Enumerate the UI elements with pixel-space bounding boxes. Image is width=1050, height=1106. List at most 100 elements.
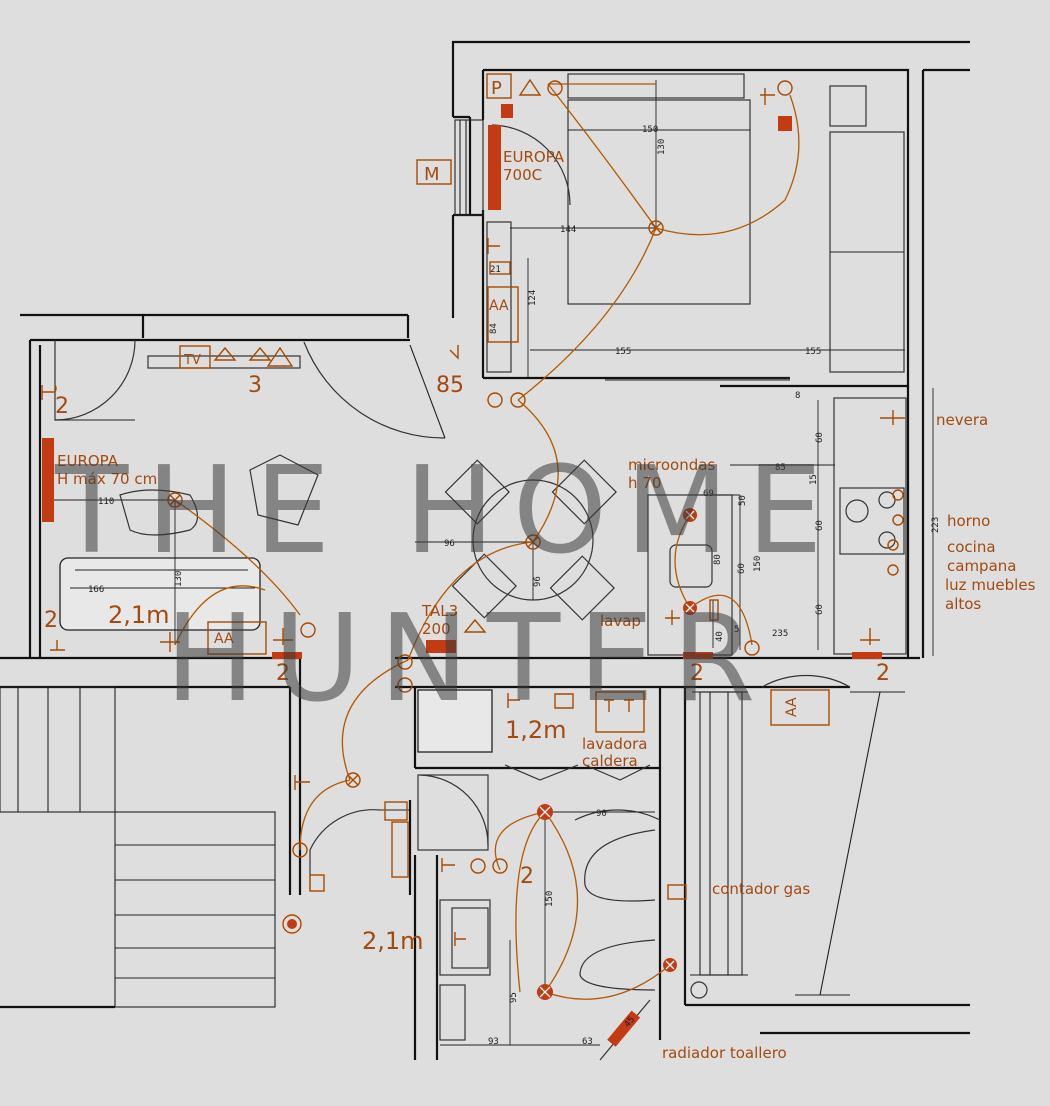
dim-label: 21 — [490, 265, 501, 275]
dimension-lines — [45, 80, 934, 1046]
label-microwave-height: h 70 — [628, 474, 661, 492]
dim-label: 150 — [642, 125, 658, 135]
watermark-line-2: HUNTER — [165, 590, 773, 729]
switch-icon — [292, 80, 793, 874]
label-towel-rail: radiador toallero — [662, 1044, 787, 1062]
dim-label: 124 — [528, 290, 538, 306]
label-hood: campana — [947, 557, 1016, 575]
dim-label: 63 — [582, 1037, 593, 1047]
dim-label: 50 — [738, 495, 748, 506]
ac-unit-icon — [487, 286, 519, 343]
label-aa: AA — [784, 697, 800, 717]
dim-label: 144 — [560, 225, 576, 235]
label-sink: lavap — [600, 612, 641, 630]
dim-label: 80 — [713, 554, 723, 565]
radiator-icon — [42, 438, 54, 522]
ceiling-light-icon — [648, 220, 664, 236]
label-europa-model: 700C — [503, 166, 542, 184]
dim-label: 110 — [98, 497, 114, 507]
dim-label: 69 — [703, 489, 714, 499]
dim-label: 8 — [795, 391, 800, 401]
radiator-icon — [272, 652, 302, 659]
dim-label: 235 — [772, 629, 788, 639]
dim-label: 40 — [715, 631, 725, 642]
dim-label: 155 — [805, 347, 821, 357]
radiator-icon — [426, 640, 456, 653]
label-tv: TV — [183, 353, 201, 368]
socket-icon — [778, 116, 792, 131]
labels: EUROPA 700C M P AA TV 3 85 2 EUROPA H má… — [44, 78, 1036, 1062]
radiator-icon — [488, 125, 501, 210]
label-boiler: caldera — [582, 752, 638, 770]
watermark: THE HOME HUNTER — [54, 442, 841, 729]
dim-label: 130 — [657, 139, 667, 155]
label-gas-meter: contador gas — [712, 880, 810, 898]
bathroom-light-icon — [537, 508, 697, 1000]
label-height-2-1m: 2,1m — [362, 927, 424, 955]
ceiling-light-icon — [167, 492, 183, 508]
socket-icon — [41, 78, 905, 946]
label-two: 2 — [276, 661, 290, 686]
label-height-1-2m: 1,2m — [505, 716, 567, 744]
label-aa: AA — [489, 298, 509, 314]
dimension-labels: 150 130 144 21 124 84 155 155 110 96 96 … — [88, 125, 941, 1047]
watermark-line-1: THE HOME — [54, 442, 841, 581]
electrical-wiring — [174, 83, 800, 1000]
dim-label: 93 — [488, 1037, 499, 1047]
electrical-symbols — [41, 73, 905, 1047]
dim-label: 60 — [737, 563, 747, 574]
label-fridge: nevera — [936, 411, 988, 429]
label-washer: lavadora — [582, 735, 648, 753]
ac-unit-icon — [207, 621, 267, 655]
label-oven: horno — [947, 512, 990, 530]
tv-icon — [179, 345, 211, 369]
dim-label: 60 — [815, 432, 825, 443]
label-europa-living-height: H máx 70 cm — [57, 470, 157, 488]
dim-label: 166 — [88, 585, 104, 595]
label-two: 2 — [44, 608, 58, 633]
label-hob: cocina — [947, 538, 996, 556]
label-tal3: TAL3 — [421, 602, 458, 620]
p-box-icon — [486, 73, 512, 99]
dim-label: 84 — [489, 323, 499, 334]
label-cabinet-light: luz muebles — [945, 576, 1036, 594]
dim-label: 150 — [545, 891, 555, 907]
dim-label: 223 — [931, 517, 941, 533]
dim-label: 60 — [815, 604, 825, 615]
ceiling-light-icon — [345, 772, 361, 788]
label-microwave: microondas — [628, 456, 715, 474]
dim-label: 60 — [815, 520, 825, 531]
label-two: 2 — [520, 864, 534, 889]
label-height-85: 85 — [436, 373, 464, 398]
dim-label: 5 — [734, 625, 739, 635]
socket-icon — [501, 104, 513, 118]
label-tv-count: 3 — [248, 373, 262, 398]
dim-label: 15 — [809, 474, 819, 485]
label-two: 2 — [876, 661, 890, 686]
ac-unit-icon — [770, 689, 830, 726]
ceiling-light-icon — [525, 534, 541, 550]
radiator-icon — [683, 652, 713, 659]
label-height-2-1m: 2,1m — [108, 601, 170, 629]
label-two: 2 — [690, 661, 704, 686]
dim-label: 130 — [174, 571, 184, 587]
dim-label: 85 — [775, 463, 786, 473]
meter-box-icon — [416, 159, 452, 185]
towel-rail-icon — [607, 1010, 641, 1047]
dim-label: 155 — [615, 347, 631, 357]
label-p: P — [491, 78, 502, 99]
label-two: 2 — [55, 394, 69, 419]
dim-label: 96 — [533, 576, 543, 587]
dim-label: 150 — [753, 556, 763, 572]
label-europa-living: EUROPA — [57, 452, 119, 470]
label-aa: AA — [214, 631, 234, 647]
label-europa: EUROPA — [503, 148, 565, 166]
label-height-200: 200 — [422, 620, 451, 638]
walls — [0, 40, 970, 1060]
dim-label: 96 — [444, 539, 455, 549]
label-cabinet-light-2: altos — [945, 595, 981, 613]
dim-label: 90 — [596, 809, 607, 819]
dim-label: 95 — [509, 992, 519, 1003]
radiator-icon — [852, 652, 882, 659]
